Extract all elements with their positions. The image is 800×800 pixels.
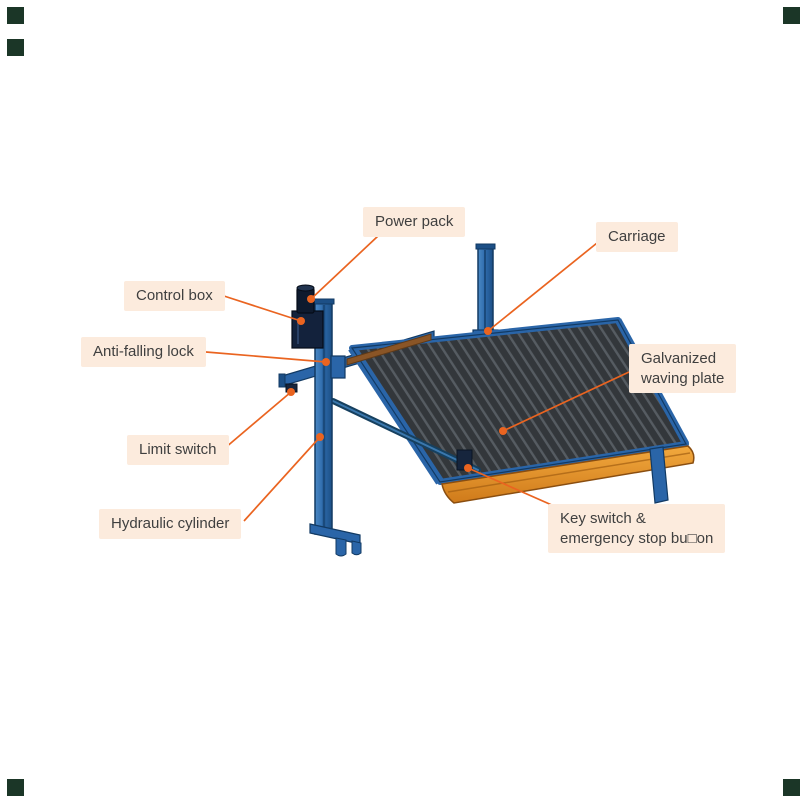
leader-carriage: [487, 242, 598, 332]
label-anti-falling-lock: Anti-falling lock: [81, 337, 206, 367]
leader-galvanized-plate: [502, 371, 630, 432]
leader-control-box: [223, 295, 302, 322]
leader-anchor-dots: [287, 295, 507, 472]
leader-anti-falling-lock: [205, 351, 327, 363]
anchor-key-switch: [464, 464, 472, 472]
label-control-box: Control box: [124, 281, 225, 311]
leader-power-pack: [310, 235, 379, 300]
label-galvanized-waving-plate: Galvanized waving plate: [629, 344, 737, 393]
power-pack-and-control-box: [291, 284, 324, 349]
control-box-unit: [291, 310, 324, 349]
corner-marker: [783, 779, 800, 796]
loading-ramp: [441, 445, 695, 504]
leader-key-switch: [467, 467, 555, 507]
leader-hydraulic-cylinder: [243, 436, 321, 522]
label-line: waving plate: [641, 369, 725, 387]
corner-marker: [783, 7, 800, 24]
corner-marker: [7, 7, 24, 24]
label-line: emergency stop bu□on: [560, 529, 714, 547]
label-line: Galvanized: [641, 350, 717, 367]
base-foot: [351, 540, 362, 556]
label-power-pack: Power pack: [363, 207, 466, 237]
label-key-switch-emergency-stop: Key switch & emergency stop bu□on: [548, 504, 726, 553]
label-hydraulic-cylinder: Hydraulic cylinder: [99, 509, 242, 539]
anchor-galvanized-plate: [499, 427, 507, 435]
corner-marker: [7, 779, 24, 796]
rear-rail: [346, 333, 432, 366]
anchor-carriage: [484, 327, 492, 335]
leader-lines: [205, 235, 630, 522]
support-leg: [649, 446, 669, 504]
label-carriage: Carriage: [596, 222, 678, 252]
label-line: Key switch &: [560, 510, 646, 527]
anchor-anti-falling-lock: [322, 358, 330, 366]
anti-falling-lock-bracket: [330, 355, 346, 379]
label-limit-switch: Limit switch: [127, 435, 229, 465]
corner-marker: [7, 39, 24, 56]
leader-limit-switch: [224, 391, 292, 449]
anchor-power-pack: [307, 295, 315, 303]
anchor-hydraulic-cylinder: [316, 433, 324, 441]
base-foot: [335, 537, 347, 557]
hydraulic-rod: [330, 398, 481, 473]
anchor-control-box: [297, 317, 305, 325]
anchor-limit-switch: [287, 388, 295, 396]
